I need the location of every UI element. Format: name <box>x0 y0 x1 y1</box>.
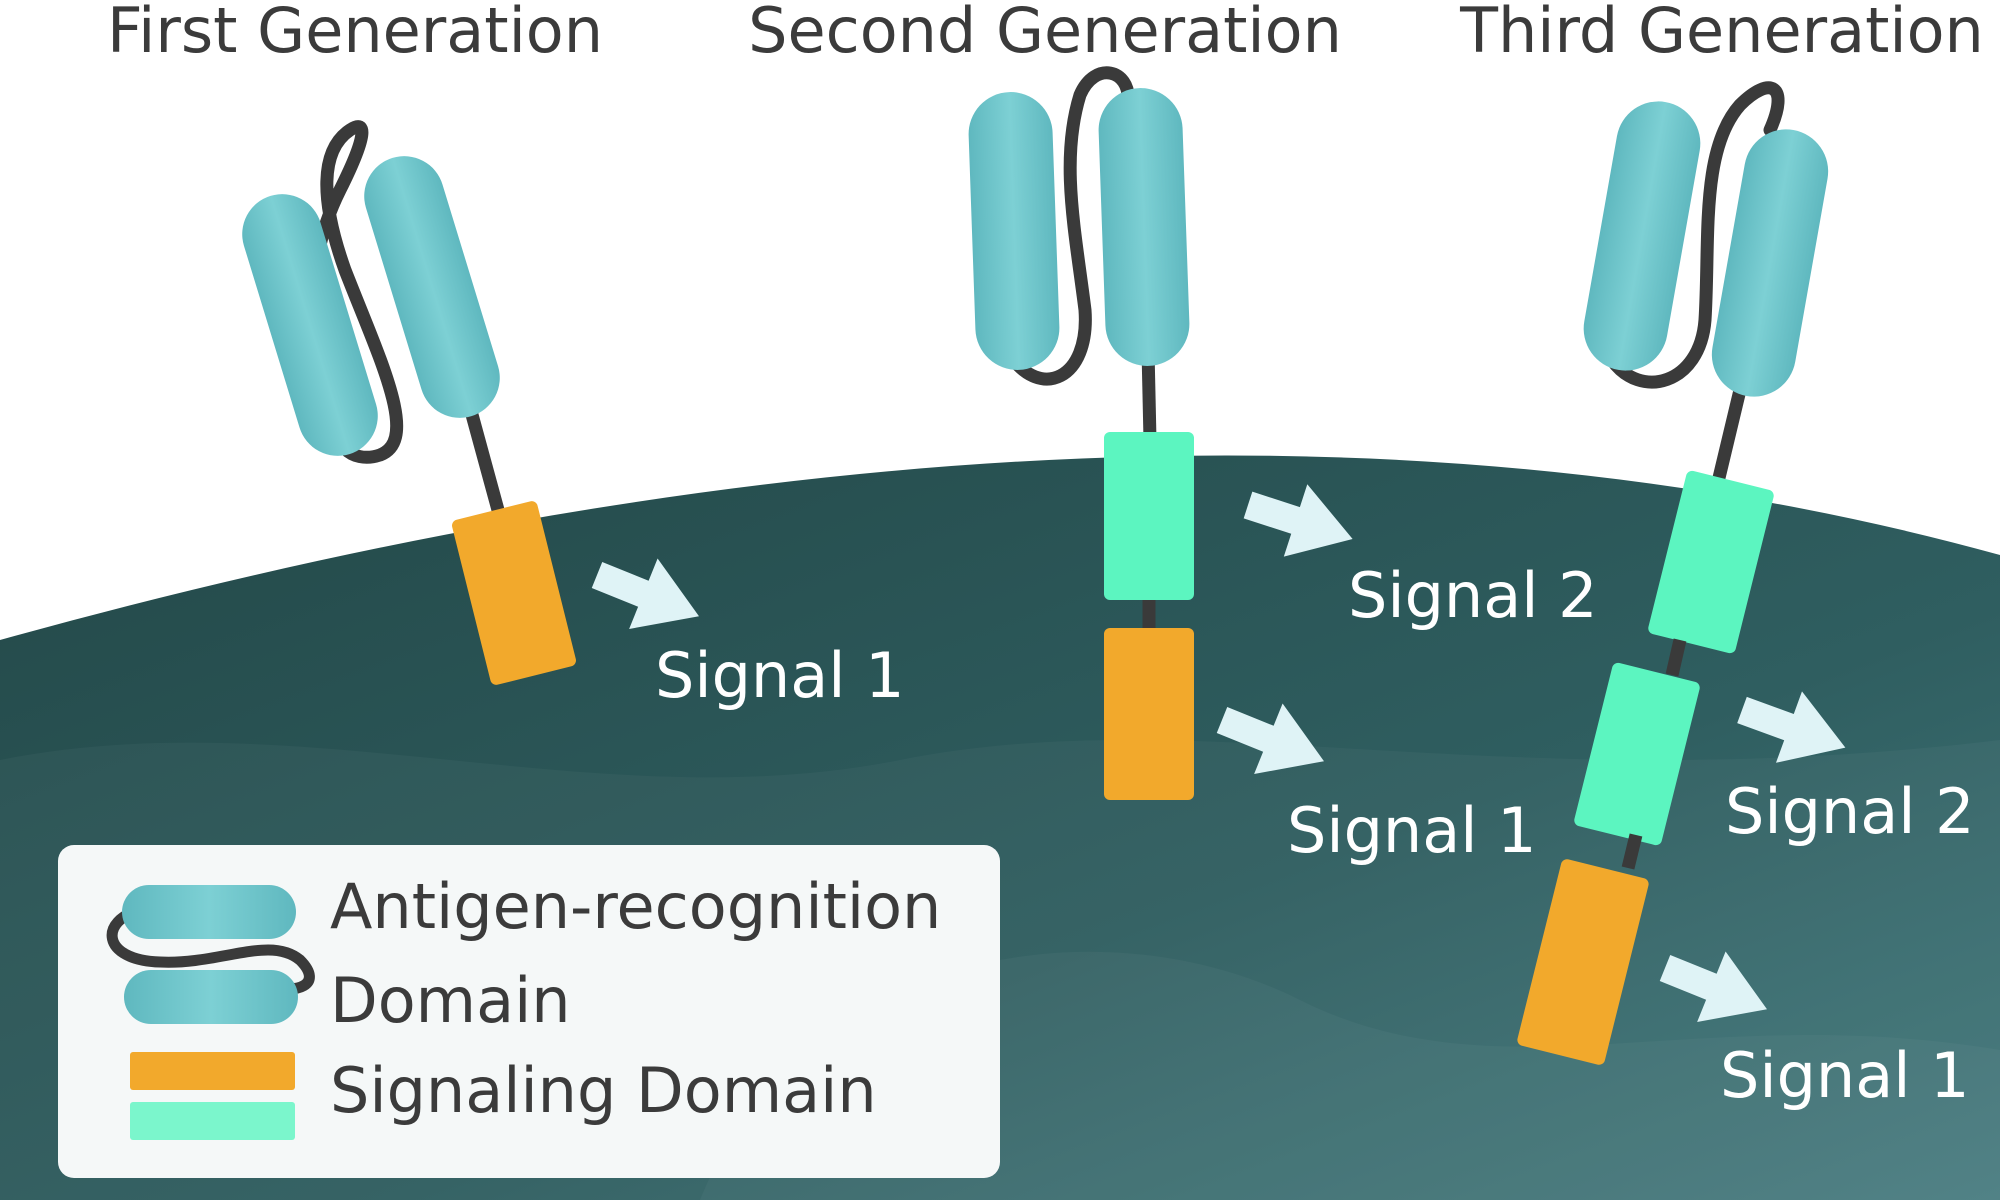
domain-connector-2 <box>1621 833 1643 870</box>
legend: Antigen-recognition Domain Signaling Dom… <box>58 845 1000 1178</box>
antigen-domain-1 <box>242 194 378 456</box>
legend-box <box>58 845 1000 1178</box>
antigen-domain-2 <box>1098 88 1190 366</box>
legend-antigen-domain-icon-1 <box>122 885 296 939</box>
transmembrane-stem <box>1711 388 1747 484</box>
legend-antigen-label-line2: Domain <box>330 964 571 1037</box>
third-generation-receptor: Signal 2 Signal 1 <box>1517 81 1975 1112</box>
header-second-generation: Second Generation <box>748 0 1342 67</box>
antigen-domain-2 <box>1711 129 1829 397</box>
signal-2-label: Signal 2 <box>1348 559 1598 632</box>
legend-signaling-label: Signaling Domain <box>330 1054 877 1127</box>
signaling-domain-green-1 <box>1648 470 1774 654</box>
legend-linker-icon <box>106 904 315 995</box>
antigen-domain-1 <box>1583 101 1701 371</box>
domain-connector-1 <box>1665 638 1687 677</box>
transmembrane-stem <box>461 398 505 512</box>
antigen-domain-1 <box>968 92 1060 370</box>
signal-2-label: Signal 2 <box>1725 775 1975 848</box>
legend-antigen-label-line1: Antigen-recognition <box>330 870 941 943</box>
signaling-domain-orange <box>452 501 576 685</box>
second-generation-receptor: Signal 2 Signal 1 <box>968 66 1598 867</box>
signal-1-label: Signal 1 <box>655 639 905 712</box>
signaling-domain-orange <box>1104 628 1194 800</box>
signal-1-label: Signal 1 <box>1720 1039 1970 1112</box>
header-first-generation: First Generation <box>107 0 603 67</box>
antigen-domain-2 <box>364 156 500 418</box>
linker-loop <box>1605 81 1785 389</box>
signal-1-label: Signal 1 <box>1287 794 1537 867</box>
signaling-domain-green <box>1104 432 1194 600</box>
header-third-generation: Third Generation <box>1459 0 1984 67</box>
legend-antigen-domain-icon-2 <box>124 970 298 1024</box>
linker-loop <box>1003 66 1135 386</box>
signaling-domain-orange <box>1517 859 1649 1065</box>
signaling-domain-green-2 <box>1574 662 1700 846</box>
first-generation-receptor: Signal 1 <box>242 120 905 712</box>
legend-signaling-orange-swatch <box>130 1052 295 1090</box>
legend-signaling-green-swatch <box>130 1102 295 1140</box>
